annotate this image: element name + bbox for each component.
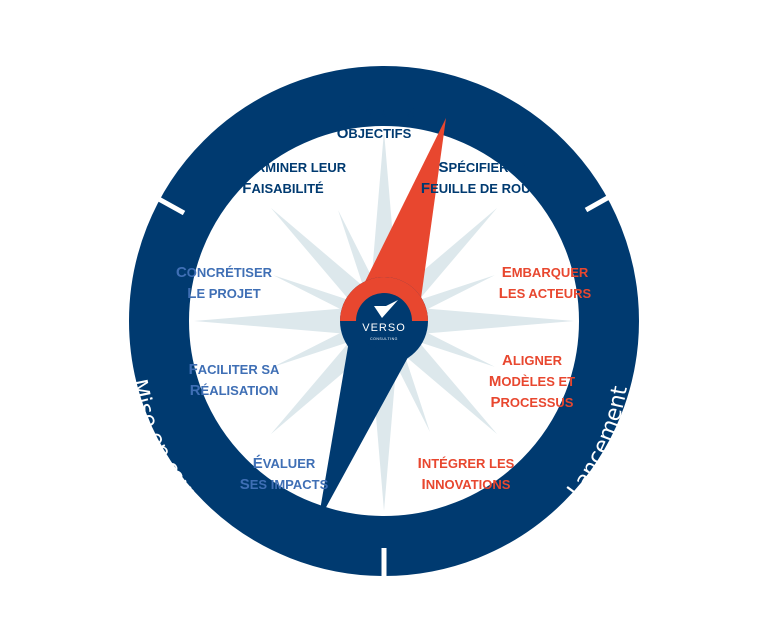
needle-south bbox=[318, 335, 412, 522]
star-ray-major-3 bbox=[194, 305, 384, 337]
needle-north bbox=[352, 118, 446, 320]
logo-name: VERSO bbox=[362, 322, 406, 334]
ring-divider-left bbox=[126, 179, 186, 216]
outer-ring bbox=[129, 66, 639, 576]
ring-dividers bbox=[126, 175, 645, 605]
verso-logo: VERSO CONSULTING bbox=[362, 300, 406, 341]
center-hub bbox=[340, 277, 428, 365]
ring-divider-right bbox=[584, 175, 645, 213]
logo-tagline: CONSULTING bbox=[370, 337, 398, 341]
star-ray-major-1 bbox=[384, 305, 574, 337]
logo-mark-icon bbox=[374, 300, 398, 318]
hub-inner bbox=[356, 293, 412, 349]
